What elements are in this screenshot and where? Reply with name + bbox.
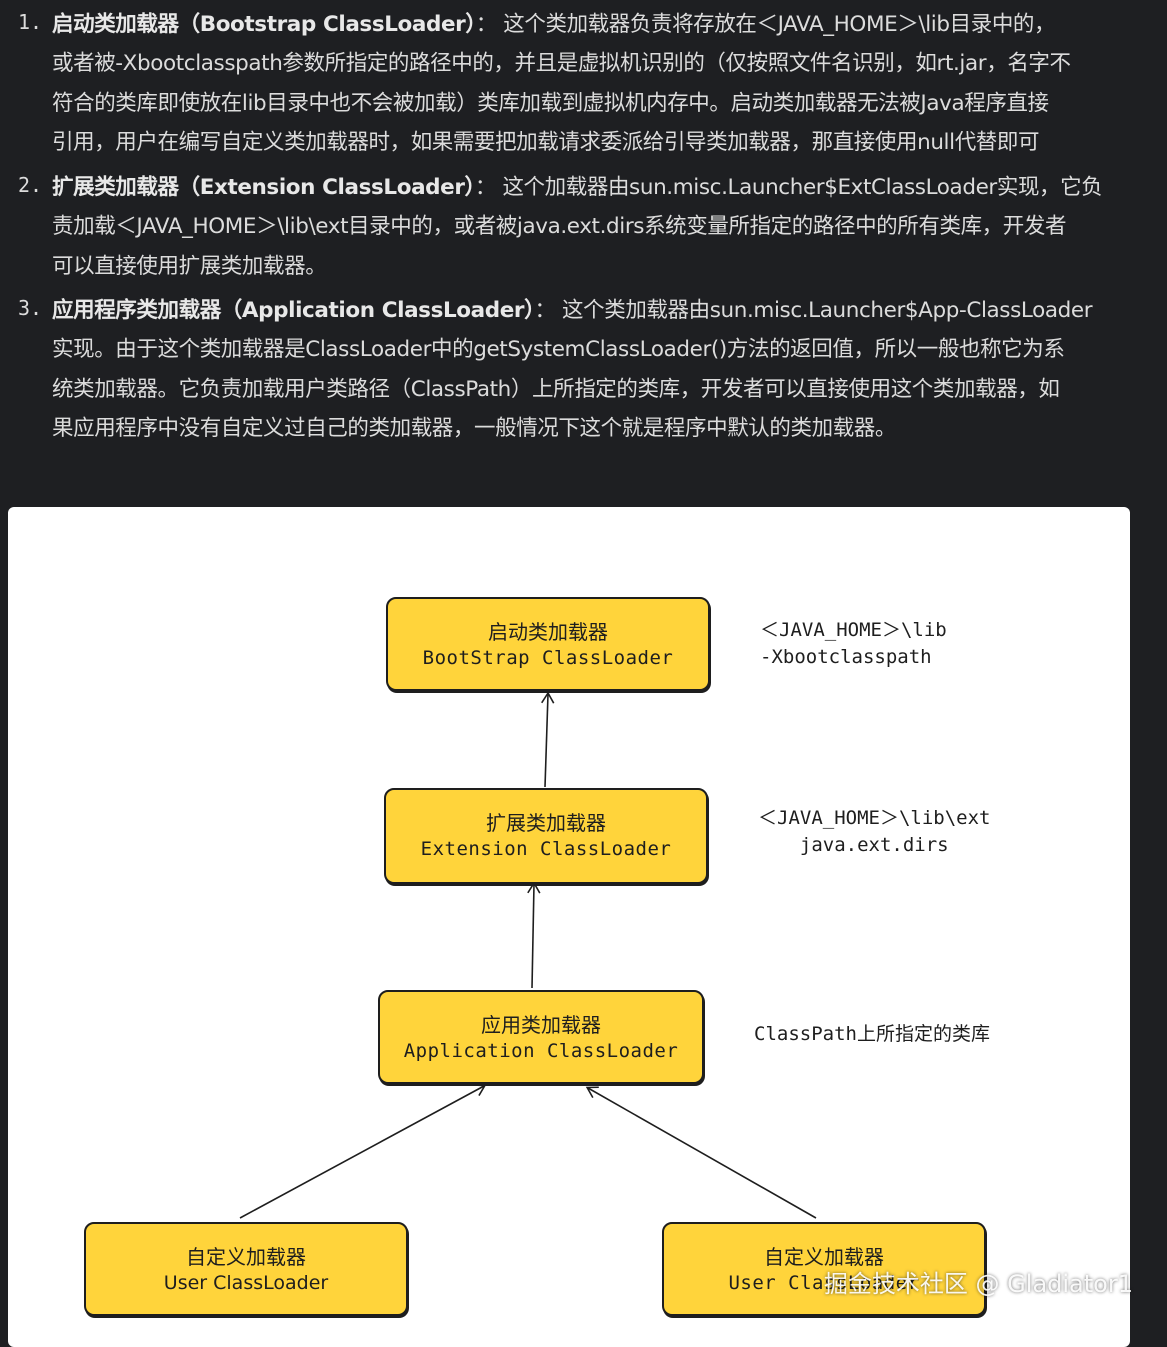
bootstrap-cn-label: 启动类加载器 [488,620,608,644]
user-left-cn-label: 自定义加载器 [186,1245,306,1269]
arrow-userleft-to-application [239,1084,487,1219]
user-left-en-label: User ClassLoader [163,1272,329,1294]
bootstrap-note: ＜JAVA_HOME＞\lib -Xbootclasspath [760,619,947,668]
bootstrap-loader-node: 启动类加载器 BootStrap ClassLoader [386,597,710,691]
user-loader-node-right: 自定义加载器 User ClassLoader [662,1222,986,1316]
bootstrap-en-label: BootStrap ClassLoader [422,647,674,669]
application-loader-node: 应用类加载器 Application ClassLoader [378,990,704,1084]
watermark: 掘金技术社区 @ Gladiator1 [823,1270,1133,1298]
user-loader-node-left: 自定义加载器 User ClassLoader [84,1222,408,1316]
extension-note: ＜JAVA_HOME＞\lib\ext java.ext.dirs [758,807,991,856]
application-cn-label: 应用类加载器 [481,1013,601,1037]
user-right-cn-label: 自定义加载器 [764,1245,884,1269]
arrow-application-to-extension [527,881,541,989]
application-en-label: Application ClassLoader [403,1040,679,1062]
term-extension: 扩展类加载器（Extension ClassLoader） [52,175,475,200]
arrow-extension-to-bootstrap [541,691,555,788]
extension-cn-label: 扩展类加载器 [486,811,606,835]
list-number: 3. [18,296,43,320]
arrow-userright-to-application [585,1086,817,1219]
term-bootstrap: 启动类加载器（Bootstrap ClassLoader） [52,12,476,37]
list-number: 2. [18,173,43,197]
term-application: 应用程序类加载器（Application ClassLoader） [52,298,535,323]
user-right-en-label: User ClassLoader [728,1272,920,1294]
extension-loader-node: 扩展类加载器 Extension ClassLoader [384,788,708,884]
application-note: ClassPath上所指定的类库 [754,1023,990,1045]
extension-en-label: Extension ClassLoader [420,838,672,860]
list-number: 1. [18,10,43,34]
